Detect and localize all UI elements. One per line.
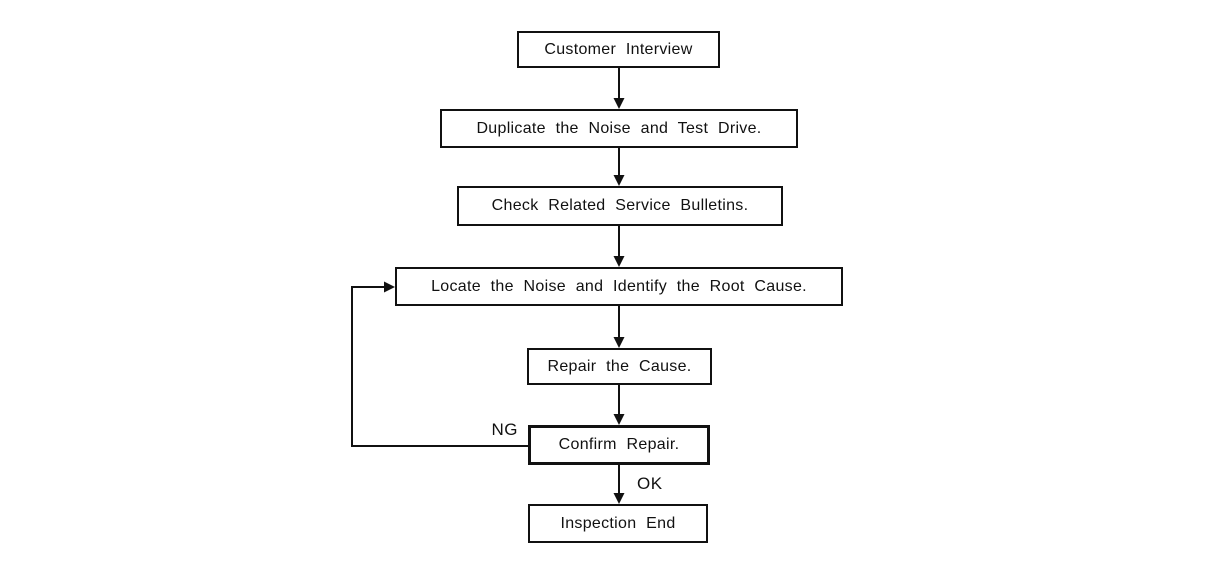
node-label: Confirm Repair. xyxy=(558,436,680,453)
flow-node-customer-interview: Customer Interview xyxy=(517,31,720,68)
node-label: Locate the Noise and Identify the Root C… xyxy=(431,277,807,295)
flow-node-duplicate-noise-test-drive: Duplicate the Noise and Test Drive. xyxy=(440,109,798,148)
arrowhead-5 xyxy=(613,414,625,425)
arrowhead-6 xyxy=(613,493,625,504)
node-label: Inspection End xyxy=(560,514,676,532)
node-label: Customer Interview xyxy=(544,40,693,58)
node-label: Duplicate the Noise and Test Drive. xyxy=(476,119,762,137)
flow-node-inspection-end: Inspection End xyxy=(528,504,708,543)
edge-label-ng: NG xyxy=(491,420,518,439)
feedback-loop-line xyxy=(351,286,528,447)
flow-node-check-service-bulletins: Check Related Service Bulletins. xyxy=(457,186,783,226)
arrowhead-3 xyxy=(613,256,625,267)
arrowhead-1 xyxy=(613,98,625,109)
flow-node-locate-noise-root-cause: Locate the Noise and Identify the Root C… xyxy=(395,267,843,306)
flow-node-repair-cause: Repair the Cause. xyxy=(527,348,712,385)
feedback-arrowhead xyxy=(384,281,395,293)
arrowhead-4 xyxy=(613,337,625,348)
flow-node-confirm-repair: Confirm Repair. xyxy=(528,425,710,465)
arrowhead-2 xyxy=(613,175,625,186)
node-label: Repair the Cause. xyxy=(547,357,692,375)
node-label: Check Related Service Bulletins. xyxy=(491,197,749,214)
edge-label-ok: OK xyxy=(637,474,663,493)
